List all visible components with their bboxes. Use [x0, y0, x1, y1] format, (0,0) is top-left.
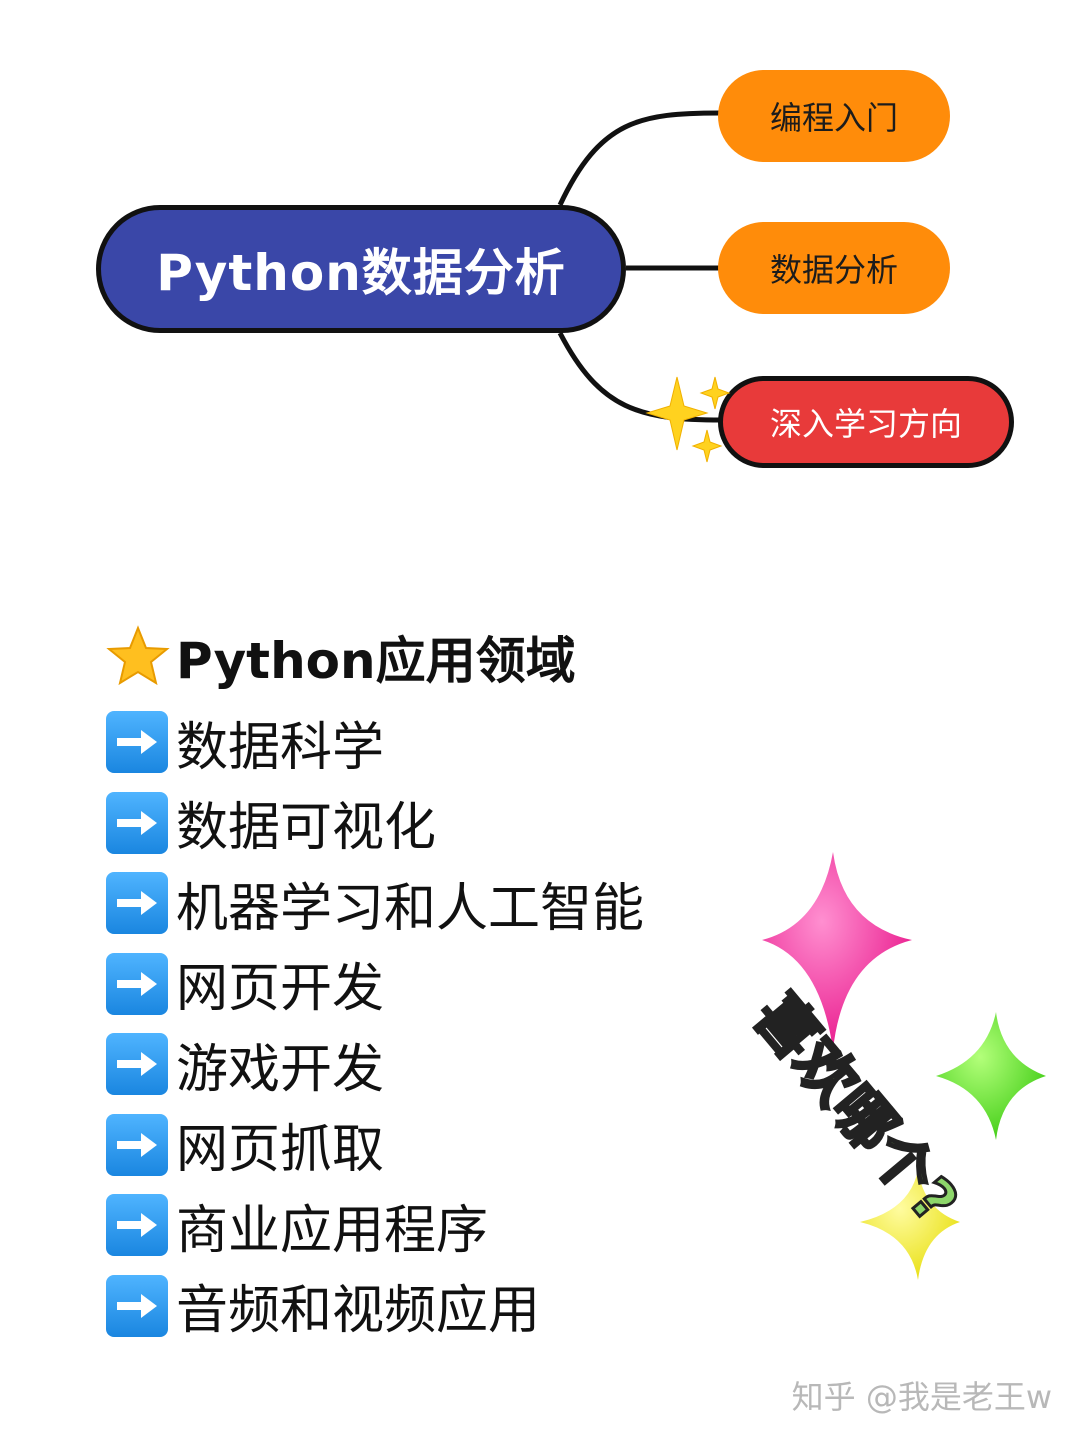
central-node: Python数据分析 [96, 205, 626, 333]
list-item: 机器学习和人工智能 [106, 863, 644, 944]
list-item: 商业应用程序 [106, 1185, 644, 1266]
list-item-label: 网页抓取 [176, 1120, 385, 1181]
arrow-right-icon [106, 1274, 168, 1337]
arrow-right-icon [106, 872, 168, 935]
list-item-label: 音频和视频应用 [176, 1281, 541, 1342]
mind-map-connectors [557, 110, 723, 423]
domain-list: 数据科学 数据可视化 机器学习和人工智能 网页开发 游戏开发 网页抓取 商业应用… [106, 702, 644, 1346]
connector-branch-1 [557, 110, 721, 207]
watermark: 知乎 @我是老王w [791, 1378, 1052, 1416]
list-item-label: 数据可视化 [176, 798, 437, 859]
list-item-label: 机器学习和人工智能 [176, 878, 645, 939]
list-item-label: 数据科学 [176, 717, 385, 778]
connector-branch-3 [557, 331, 723, 423]
star-icon [106, 625, 170, 686]
list-item: 游戏开发 [106, 1024, 644, 1105]
list-item-label: 商业应用程序 [176, 1200, 489, 1261]
branch-node-3: 深入学习方向 [718, 376, 1014, 468]
section-title-text: Python应用领域 [176, 632, 576, 690]
mind-map: Python数据分析 编程入门 数据分析 深入学习方向 [0, 0, 1080, 520]
list-item-label: 网页开发 [176, 959, 385, 1020]
list-item-label: 游戏开发 [176, 1039, 385, 1100]
branch-node-1: 编程入门 [718, 70, 950, 162]
list-item: 数据可视化 [106, 783, 644, 864]
green-star-icon [936, 1012, 1046, 1140]
list-item: 音频和视频应用 [106, 1266, 644, 1347]
sparkle-icon [645, 376, 731, 463]
sticker-decoration [762, 852, 1046, 1280]
arrow-right-icon [106, 1113, 168, 1176]
arrow-right-icon [106, 1194, 168, 1257]
yellow-star-icon [860, 1170, 960, 1280]
arrow-right-icon [106, 952, 168, 1015]
arrow-right-icon [106, 791, 168, 854]
arrow-right-icon [106, 711, 168, 774]
section-title: Python应用领域 [106, 622, 576, 692]
list-item: 数据科学 [106, 702, 644, 783]
arrow-right-icon [106, 1033, 168, 1096]
pink-star-icon [762, 852, 912, 1050]
list-item: 网页抓取 [106, 1105, 644, 1186]
branch-node-2: 数据分析 [718, 222, 950, 314]
list-item: 网页开发 [106, 944, 644, 1025]
